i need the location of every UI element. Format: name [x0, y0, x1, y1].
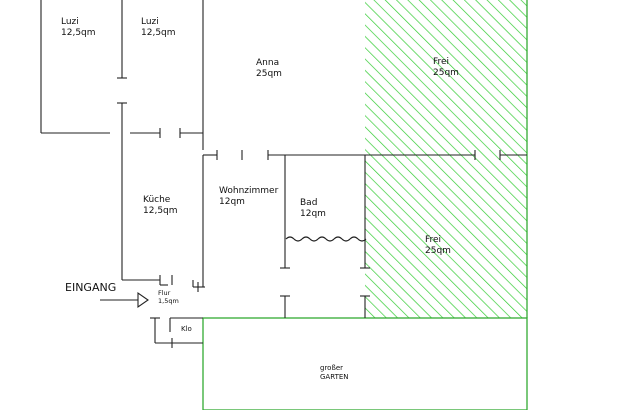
bad-wavy-curtain — [285, 236, 367, 242]
room-name: Luzi — [61, 17, 79, 27]
room-area: 12,5qm — [61, 28, 96, 39]
room-flur: Flur 1,5qm — [158, 289, 179, 305]
room-anna: Anna 25qm — [256, 58, 282, 81]
room-area: 1,5qm — [158, 297, 179, 306]
room-name: Frei — [433, 57, 450, 67]
room-name: Anna — [256, 58, 280, 68]
room-wohnzimmer: Wohnzimmer 12qm — [219, 186, 278, 209]
entrance-label: EINGANG — [65, 281, 117, 294]
walls — [40, 0, 527, 348]
room-name: Bad — [300, 198, 318, 208]
room-luzi-right: Luzi 12,5qm — [141, 17, 176, 40]
room-name: Küche — [143, 195, 171, 205]
room-frei-top: Frei 25qm — [433, 57, 459, 80]
room-name: Luzi — [141, 17, 159, 27]
room-frei-bottom: Frei 25qm — [425, 235, 451, 258]
garden-line-2: GARTEN — [320, 372, 349, 381]
garden-line-1: großer — [320, 364, 344, 372]
room-kueche: Küche 12,5qm — [143, 195, 178, 218]
room-name: Wohnzimmer — [219, 186, 279, 196]
room-area: 25qm — [433, 68, 459, 79]
room-name: Flur — [158, 289, 171, 297]
room-area: 12qm — [300, 209, 326, 220]
room-klo: Klo — [181, 325, 192, 334]
room-area: 25qm — [256, 69, 282, 80]
room-area: 25qm — [425, 246, 451, 257]
room-area: 12qm — [219, 197, 245, 208]
room-name: Klo — [181, 325, 192, 333]
room-area: 12,5qm — [143, 206, 178, 217]
room-bad: Bad 12qm — [300, 198, 326, 221]
room-name: Frei — [425, 235, 442, 245]
room-area: 12,5qm — [141, 28, 176, 39]
room-garten: großer GARTEN — [320, 364, 349, 382]
room-luzi-left: Luzi 12,5qm — [61, 17, 96, 40]
entrance-arrow — [100, 291, 149, 309]
free-zone-hatch — [365, 0, 527, 318]
garden-outline — [202, 317, 528, 410]
